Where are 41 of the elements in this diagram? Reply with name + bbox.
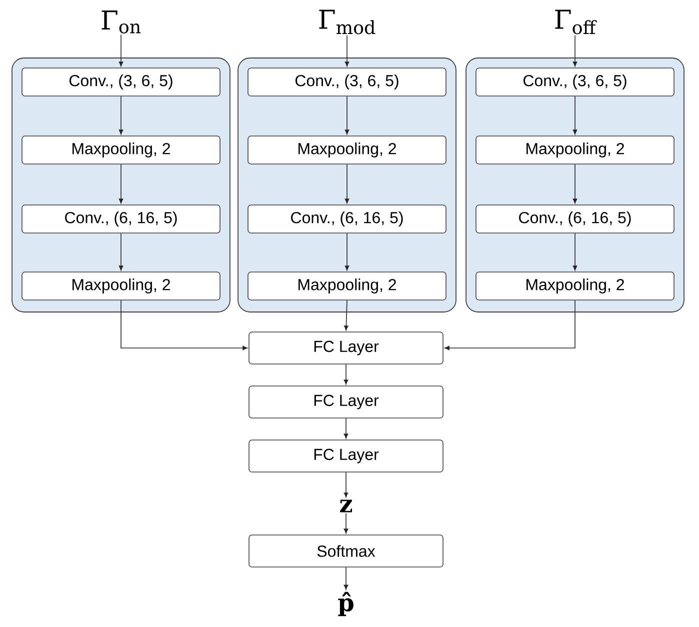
layer-box: Maxpooling, 2 bbox=[248, 136, 446, 164]
layer-box: FC Layer bbox=[248, 440, 444, 472]
arrow bbox=[444, 300, 576, 350]
layer-box: Maxpooling, 2 bbox=[476, 272, 674, 300]
math-label: z bbox=[340, 500, 352, 512]
layer-box: FC Layer bbox=[248, 332, 444, 364]
math-label: Γ$_{on}$ bbox=[102, 10, 141, 34]
layer-box: Maxpooling, 2 bbox=[248, 272, 446, 300]
arrow bbox=[118, 96, 124, 135]
arrow bbox=[344, 418, 348, 438]
arrow bbox=[118, 164, 124, 204]
layer-box: Conv., (3, 6, 5) bbox=[22, 68, 220, 96]
math-label: p̂ bbox=[338, 592, 354, 616]
arrow bbox=[572, 164, 578, 204]
math-label: Γ$_{off}$ bbox=[555, 10, 597, 34]
arrow bbox=[118, 34, 124, 66]
layer-box: Softmax bbox=[248, 534, 444, 568]
layer-box: FC Layer bbox=[248, 386, 444, 418]
layer-box: Conv., (6, 16, 5) bbox=[22, 204, 220, 234]
arrow bbox=[572, 35, 578, 66]
layer-box: Maxpooling, 2 bbox=[22, 136, 220, 164]
arrow bbox=[572, 96, 578, 135]
arrow bbox=[344, 300, 348, 330]
layer-box: Conv., (3, 6, 5) bbox=[476, 68, 674, 96]
arrow bbox=[344, 35, 350, 66]
arrow bbox=[344, 233, 350, 270]
arrow bbox=[344, 472, 348, 498]
arrow bbox=[344, 364, 348, 384]
arrow bbox=[118, 233, 124, 270]
arrow bbox=[344, 164, 350, 204]
arrow bbox=[344, 567, 348, 590]
math-label: Γ$_{mod}$ bbox=[319, 10, 376, 34]
arrow bbox=[120, 300, 248, 350]
layer-box: Conv., (6, 16, 5) bbox=[248, 204, 446, 234]
layer-box: Maxpooling, 2 bbox=[22, 272, 220, 300]
layer-box: Conv., (6, 16, 5) bbox=[476, 204, 674, 234]
arrow bbox=[344, 513, 348, 534]
arrow bbox=[572, 233, 578, 270]
layer-box: Maxpooling, 2 bbox=[476, 136, 674, 164]
arrow bbox=[344, 96, 350, 135]
layer-box: Conv., (3, 6, 5) bbox=[248, 68, 446, 96]
